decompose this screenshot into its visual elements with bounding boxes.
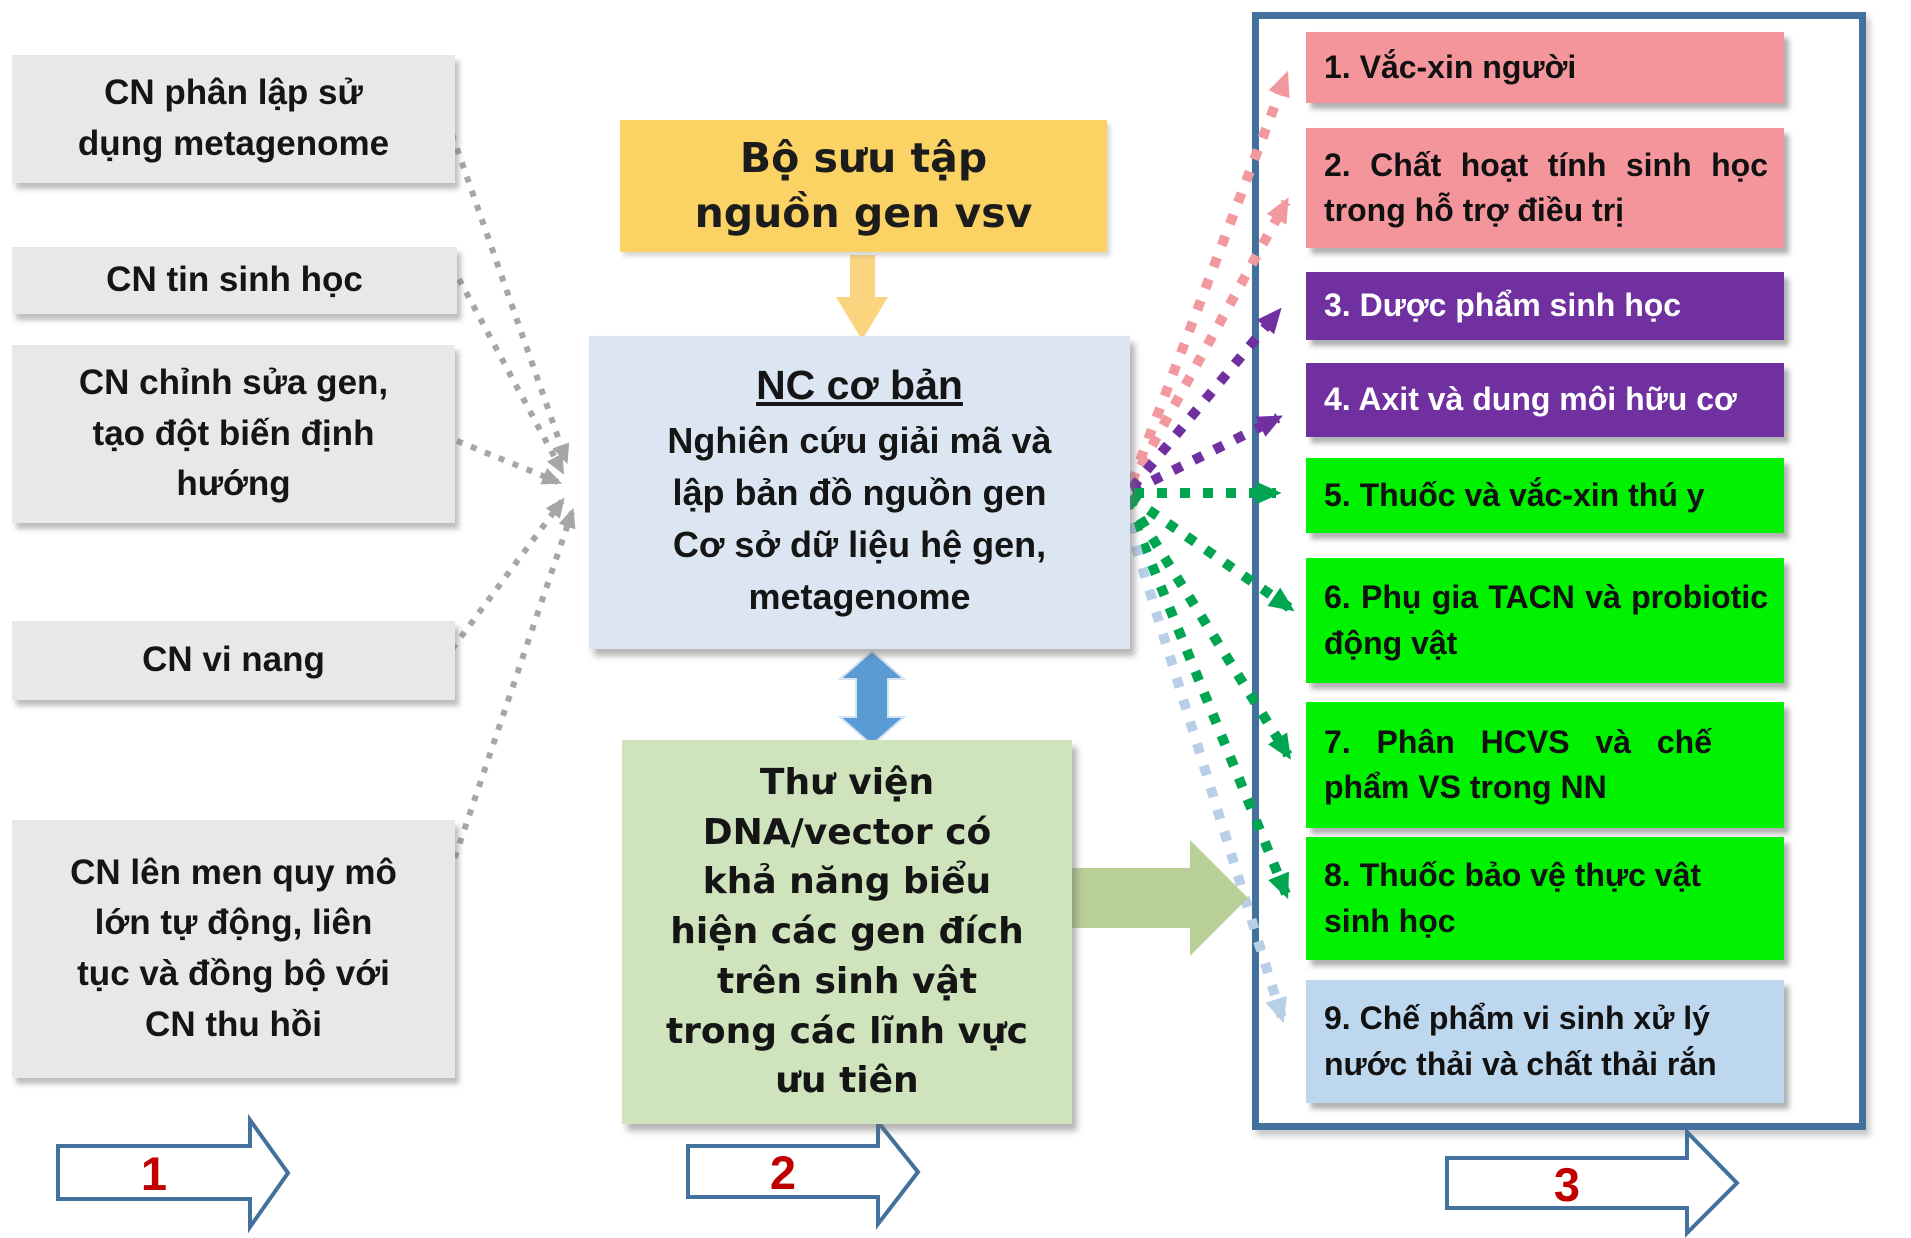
applications-container — [1252, 12, 1866, 1130]
